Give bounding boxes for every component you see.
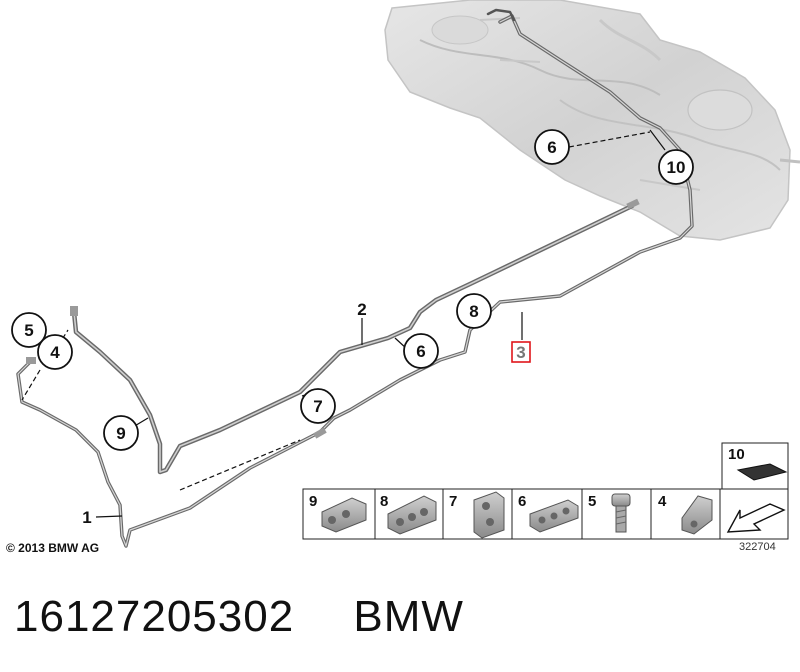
legend-item-9[interactable]: 9 [309, 493, 367, 533]
clip-icon [681, 495, 713, 535]
copyright-text: © 2013 BMW AG [6, 541, 100, 555]
callout-5[interactable]: 5 [11, 312, 47, 348]
legend-item-4[interactable]: 4 [658, 493, 713, 535]
svg-text:9: 9 [309, 493, 317, 510]
fuel-lines [16, 8, 694, 548]
fuel-line-diagram: 6 10 5 4 9 7 8 6 2 1 3 10 [11, 0, 800, 548]
part-caption: 16127205302 BMW [14, 592, 464, 642]
callout-4[interactable]: 4 [37, 334, 73, 370]
legend-item-6[interactable]: 6 [518, 493, 579, 533]
callout-6-middle[interactable]: 6 [403, 333, 439, 369]
svg-text:5: 5 [588, 493, 596, 510]
legend-item-10[interactable]: 10 [721, 442, 789, 490]
legend-item-5[interactable]: 5 [588, 493, 631, 533]
svg-text:5: 5 [24, 321, 33, 340]
legend-item-7[interactable]: 7 [449, 491, 505, 539]
diagram-number: 322704 [739, 541, 776, 553]
bolt-icon [611, 493, 631, 533]
callout-8[interactable]: 8 [456, 293, 492, 329]
clip-icon [387, 495, 437, 535]
svg-text:6: 6 [547, 138, 556, 157]
svg-text:1: 1 [82, 508, 91, 527]
svg-text:8: 8 [469, 302, 478, 321]
svg-text:6: 6 [416, 342, 425, 361]
svg-text:4: 4 [658, 493, 667, 510]
svg-text:2: 2 [357, 300, 366, 319]
callout-3-highlighted[interactable]: 3 [511, 341, 531, 363]
callout-7[interactable]: 7 [300, 388, 336, 424]
part-number: 16127205302 [14, 592, 295, 641]
svg-text:6: 6 [518, 493, 526, 510]
callout-2[interactable]: 2 [357, 300, 366, 319]
svg-text:7: 7 [449, 493, 457, 510]
callout-9[interactable]: 9 [103, 415, 139, 451]
svg-text:9: 9 [116, 424, 125, 443]
callout-6-top[interactable]: 6 [534, 129, 570, 165]
svg-text:8: 8 [380, 493, 388, 510]
pad-icon [736, 463, 788, 481]
legend-item-8[interactable]: 8 [380, 493, 437, 535]
leader-lines [21, 129, 666, 518]
clip-icon [321, 497, 367, 533]
svg-text:10: 10 [728, 446, 745, 463]
clip-icon [473, 491, 505, 539]
callout-10[interactable]: 10 [658, 149, 694, 185]
svg-text:3: 3 [516, 343, 525, 362]
svg-text:4: 4 [50, 343, 60, 362]
svg-text:10: 10 [667, 158, 686, 177]
fuel-tank [384, 0, 800, 241]
callout-1[interactable]: 1 [82, 508, 91, 527]
clip-icon [529, 499, 579, 533]
brand-name: BMW [353, 592, 464, 641]
arrow-icon [726, 503, 786, 533]
svg-text:7: 7 [313, 397, 322, 416]
